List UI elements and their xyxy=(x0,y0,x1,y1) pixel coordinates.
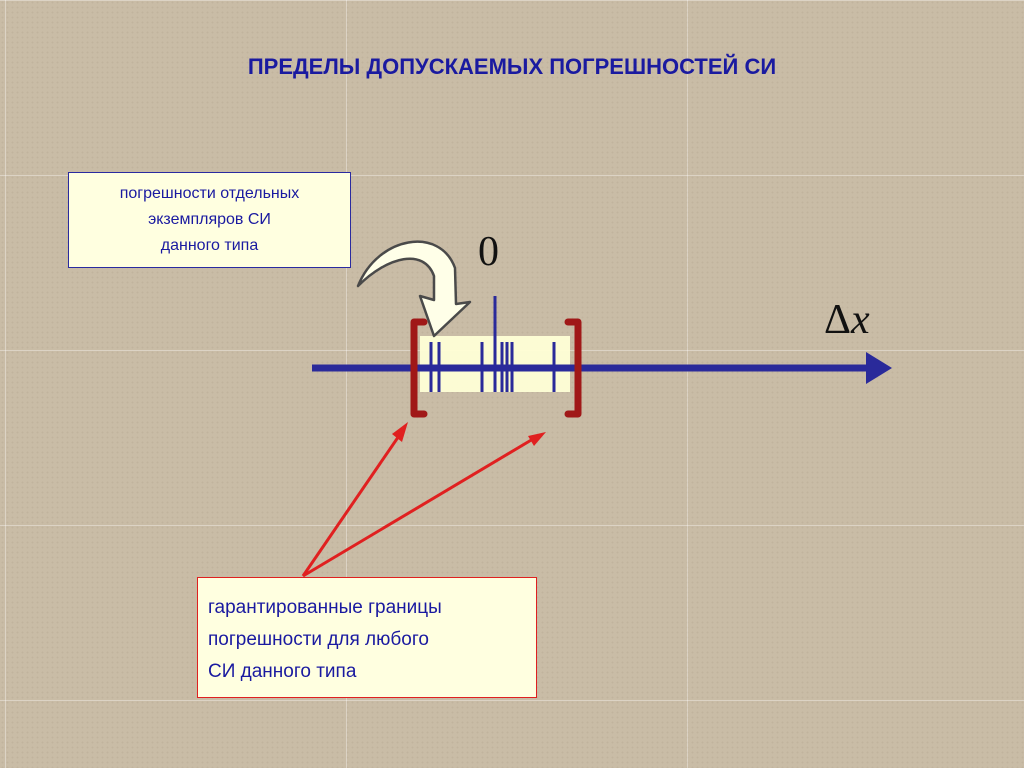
left-bracket xyxy=(410,318,428,418)
page-title: ПРЕДЕЛЫ ДОПУСКАЕМЫХ ПОГРЕШНОСТЕЙ СИ xyxy=(247,54,777,79)
callout-line: погрешности для любого xyxy=(208,629,429,650)
delta-x-label: Δx xyxy=(824,296,870,344)
callout-line: СИ данного типа xyxy=(208,661,357,682)
variable-x: x xyxy=(851,297,870,343)
arrow-to-right-limit xyxy=(302,434,539,578)
arrowhead-icon xyxy=(392,422,408,442)
curved-arrow-icon xyxy=(356,240,472,338)
callout-line: погрешности отдельных xyxy=(119,185,300,202)
callout-line: данного типа xyxy=(160,237,259,254)
callout-line: экземпляров СИ xyxy=(148,211,271,228)
guaranteed-limits-callout: гарантированные границы погрешности для … xyxy=(197,577,537,698)
zero-label: 0 xyxy=(478,229,499,275)
individual-errors-callout: погрешности отдельных экземпляров СИ дан… xyxy=(68,172,351,268)
limit-arrows xyxy=(301,422,546,578)
arrowhead-icon xyxy=(528,432,546,446)
axis-arrowhead-icon xyxy=(866,352,892,384)
callout-line: гарантированные границы xyxy=(208,597,442,618)
right-bracket xyxy=(564,318,582,418)
delta-symbol: Δ xyxy=(824,297,852,343)
error-ticks xyxy=(429,342,556,392)
arrow-to-left-limit xyxy=(301,429,405,577)
